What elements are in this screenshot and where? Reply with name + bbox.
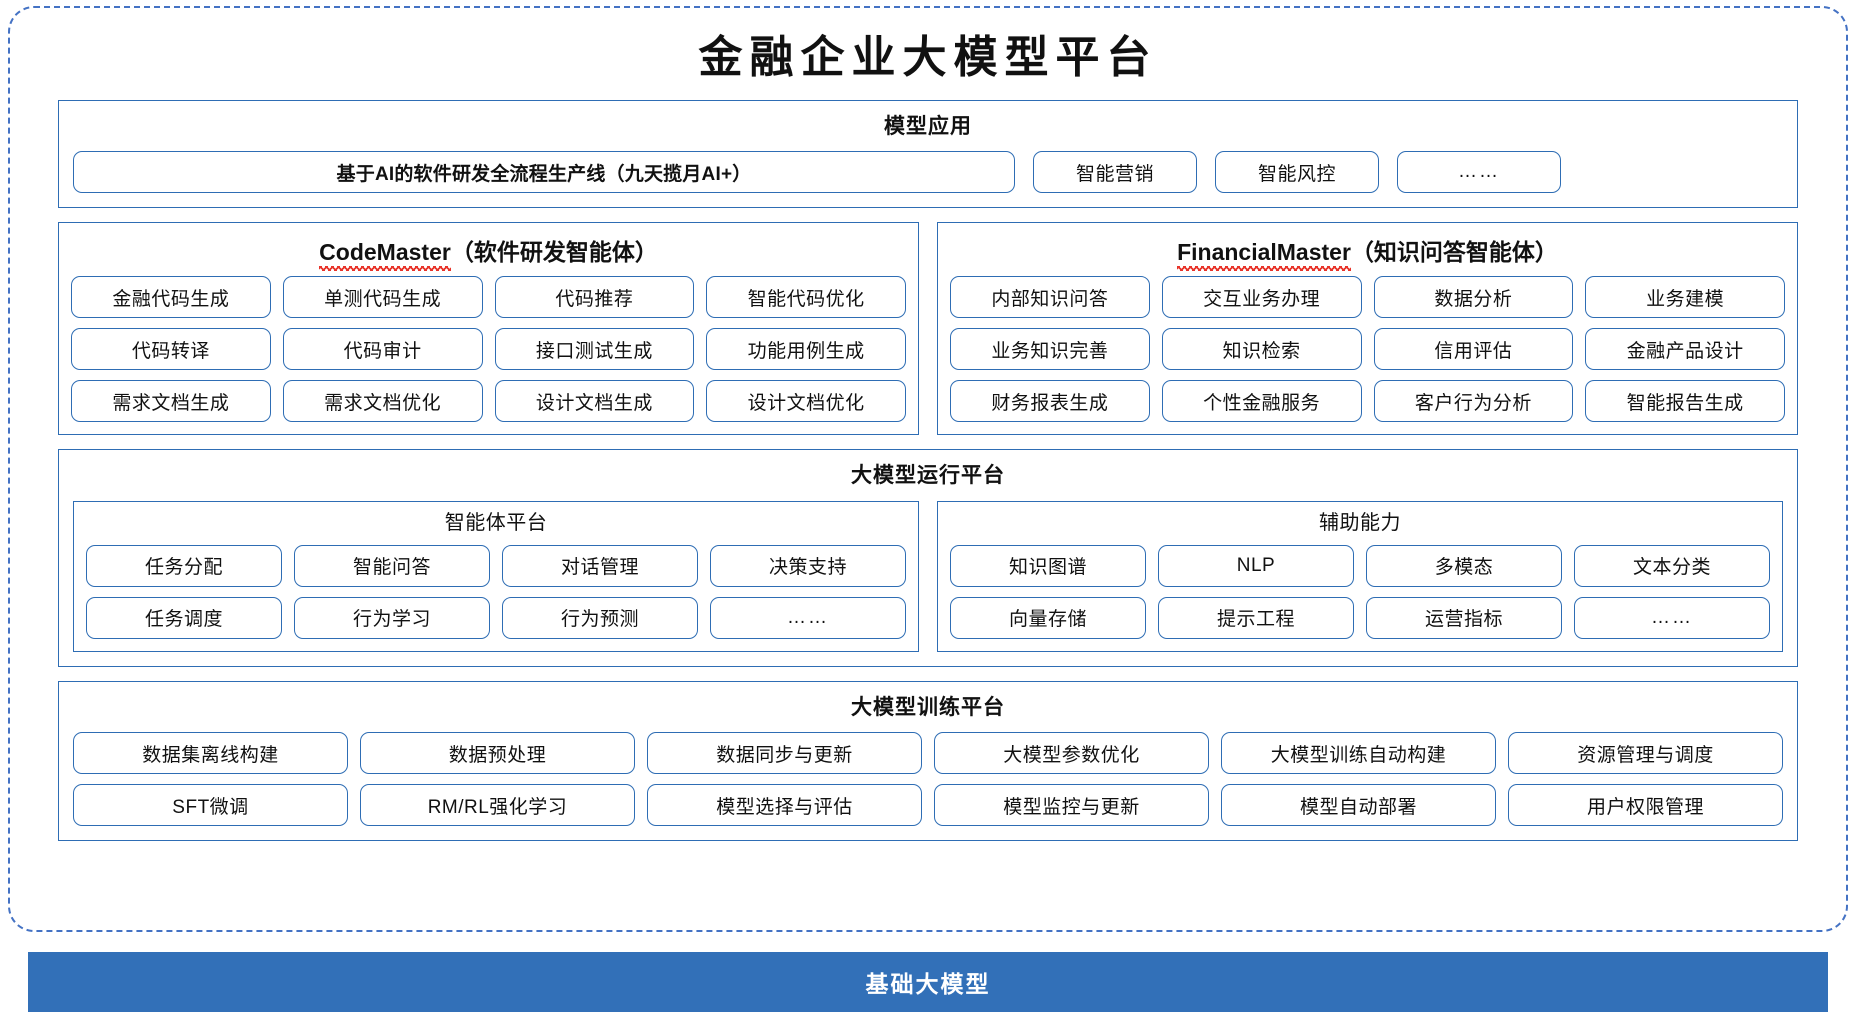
runtime-columns: 智能体平台 任务分配 智能问答 对话管理 决策支持 任务调度 行为学习 行为预测… bbox=[73, 500, 1783, 652]
training-pill[interactable]: 大模型训练自动构建 bbox=[1221, 732, 1496, 775]
training-pill[interactable]: 大模型参数优化 bbox=[934, 732, 1209, 775]
runtime-col-title-auxiliary-capabilities: 辅助能力 bbox=[1319, 511, 1401, 534]
capability-pill[interactable]: 单测代码生成 bbox=[282, 276, 483, 319]
section-title-model-application: 模型应用 bbox=[884, 115, 972, 138]
capability-pill[interactable]: 需求文档优化 bbox=[282, 380, 483, 423]
runtime-pill[interactable]: 智能问答 bbox=[294, 544, 490, 587]
capability-pill[interactable]: 功能用例生成 bbox=[706, 328, 906, 371]
capability-pill[interactable]: 接口测试生成 bbox=[494, 328, 695, 371]
runtime-pill[interactable]: 行为预测 bbox=[502, 596, 698, 639]
capability-pill[interactable]: 设计文档生成 bbox=[494, 380, 695, 423]
runtime-col-auxiliary-capabilities: 辅助能力 知识图谱 NLP 多模态 文本分类 向量存储 提示工程 运营指标 …… bbox=[937, 500, 1783, 652]
agent-name-en-financialmaster: FinancialMaster bbox=[1177, 239, 1351, 272]
runtime-col-title-agent-platform: 智能体平台 bbox=[444, 511, 548, 534]
capability-pill[interactable]: 设计文档优化 bbox=[706, 380, 906, 423]
section-model-application: 模型应用 基于AI的软件研发全流程生产线（九天揽月AI+） 智能营销 智能风控 … bbox=[58, 100, 1798, 209]
agent-name-cn-codemaster: （软件研发智能体） bbox=[450, 239, 658, 266]
model-application-row: 基于AI的软件研发全流程生产线（九天揽月AI+） 智能营销 智能风控 …… bbox=[73, 151, 1783, 194]
agent-panels-row: CodeMaster（软件研发智能体） 金融代码生成 单测代码生成 代码推荐 智… bbox=[58, 222, 1798, 436]
section-runtime-platform: 大模型运行平台 智能体平台 任务分配 智能问答 对话管理 决策支持 任务调度 行… bbox=[58, 449, 1798, 667]
agent-name-cn-financialmaster: （知识问答智能体） bbox=[1350, 239, 1558, 266]
capability-pill[interactable]: 内部知识问答 bbox=[950, 276, 1150, 319]
runtime-pill[interactable]: 提示工程 bbox=[1158, 596, 1354, 639]
runtime-pill[interactable]: 文本分类 bbox=[1574, 544, 1770, 587]
agent-panel-codemaster: CodeMaster（软件研发智能体） 金融代码生成 单测代码生成 代码推荐 智… bbox=[58, 222, 919, 436]
app-pill-marketing[interactable]: 智能营销 bbox=[1033, 151, 1197, 194]
runtime-pill[interactable]: NLP bbox=[1158, 544, 1354, 587]
runtime-pill[interactable]: 运营指标 bbox=[1366, 596, 1562, 639]
capability-pill[interactable]: 个性金融服务 bbox=[1161, 380, 1362, 423]
capability-pill[interactable]: 智能报告生成 bbox=[1585, 380, 1785, 423]
section-title-training-platform: 大模型训练平台 bbox=[851, 695, 1005, 719]
capability-pill[interactable]: 知识检索 bbox=[1161, 328, 1362, 371]
capability-grid-financialmaster: 内部知识问答 交互业务办理 数据分析 业务建模 业务知识完善 知识检索 信用评估… bbox=[950, 276, 1785, 423]
capability-pill[interactable]: 财务报表生成 bbox=[950, 380, 1150, 423]
runtime-pill-more[interactable]: …… bbox=[710, 596, 906, 639]
capability-grid-codemaster: 金融代码生成 单测代码生成 代码推荐 智能代码优化 代码转译 代码审计 接口测试… bbox=[71, 276, 906, 423]
runtime-pill[interactable]: 行为学习 bbox=[294, 596, 490, 639]
training-pill[interactable]: 数据预处理 bbox=[360, 732, 635, 775]
agent-panel-financialmaster: FinancialMaster（知识问答智能体） 内部知识问答 交互业务办理 数… bbox=[937, 222, 1798, 436]
training-pill[interactable]: 模型监控与更新 bbox=[934, 784, 1209, 827]
runtime-pill[interactable]: 任务分配 bbox=[86, 544, 282, 587]
capability-pill[interactable]: 需求文档生成 bbox=[71, 380, 271, 423]
training-pill[interactable]: 用户权限管理 bbox=[1508, 784, 1783, 827]
training-pill[interactable]: 数据同步与更新 bbox=[647, 732, 922, 775]
capability-pill[interactable]: 代码转译 bbox=[71, 328, 271, 371]
runtime-pill[interactable]: 多模态 bbox=[1366, 544, 1562, 587]
training-pill[interactable]: SFT微调 bbox=[73, 784, 348, 827]
runtime-pill[interactable]: 决策支持 bbox=[710, 544, 906, 587]
capability-pill[interactable]: 信用评估 bbox=[1373, 328, 1574, 371]
runtime-pill[interactable]: 向量存储 bbox=[950, 596, 1146, 639]
app-pill-more[interactable]: …… bbox=[1397, 151, 1561, 194]
capability-pill[interactable]: 金融代码生成 bbox=[71, 276, 271, 319]
training-pill[interactable]: 数据集离线构建 bbox=[73, 732, 348, 775]
foundation-model-label: 基础大模型 bbox=[865, 971, 991, 997]
training-pill[interactable]: 模型自动部署 bbox=[1221, 784, 1496, 827]
runtime-col-agent-platform: 智能体平台 任务分配 智能问答 对话管理 决策支持 任务调度 行为学习 行为预测… bbox=[73, 500, 919, 652]
app-banner-pill[interactable]: 基于AI的软件研发全流程生产线（九天揽月AI+） bbox=[73, 151, 1015, 194]
runtime-grid-auxiliary-capabilities: 知识图谱 NLP 多模态 文本分类 向量存储 提示工程 运营指标 …… bbox=[950, 544, 1770, 639]
capability-pill[interactable]: 金融产品设计 bbox=[1585, 328, 1785, 371]
training-grid: 数据集离线构建 数据预处理 数据同步与更新 大模型参数优化 大模型训练自动构建 … bbox=[73, 732, 1783, 827]
capability-pill[interactable]: 客户行为分析 bbox=[1373, 380, 1574, 423]
training-pill[interactable]: 资源管理与调度 bbox=[1508, 732, 1783, 775]
capability-pill[interactable]: 业务建模 bbox=[1585, 276, 1785, 319]
runtime-pill[interactable]: 任务调度 bbox=[86, 596, 282, 639]
capability-pill[interactable]: 交互业务办理 bbox=[1161, 276, 1362, 319]
section-training-platform: 大模型训练平台 数据集离线构建 数据预处理 数据同步与更新 大模型参数优化 大模… bbox=[58, 680, 1798, 842]
app-pill-risk-control[interactable]: 智能风控 bbox=[1215, 151, 1379, 194]
capability-pill[interactable]: 业务知识完善 bbox=[950, 328, 1150, 371]
capability-pill[interactable]: 数据分析 bbox=[1373, 276, 1574, 319]
section-title-runtime-platform: 大模型运行平台 bbox=[851, 464, 1005, 488]
runtime-grid-agent-platform: 任务分配 智能问答 对话管理 决策支持 任务调度 行为学习 行为预测 …… bbox=[86, 544, 906, 639]
foundation-model-bar: 基础大模型 bbox=[28, 952, 1828, 1012]
capability-pill[interactable]: 代码审计 bbox=[282, 328, 483, 371]
capability-pill[interactable]: 代码推荐 bbox=[494, 276, 695, 319]
training-pill[interactable]: 模型选择与评估 bbox=[647, 784, 922, 827]
platform-outer-frame: 金融企业大模型平台 模型应用 基于AI的软件研发全流程生产线（九天揽月AI+） … bbox=[8, 6, 1848, 932]
agent-title-codemaster: CodeMaster（软件研发智能体） bbox=[71, 231, 906, 276]
training-pill[interactable]: RM/RL强化学习 bbox=[360, 784, 635, 827]
agent-name-en-codemaster: CodeMaster bbox=[319, 239, 451, 272]
capability-pill[interactable]: 智能代码优化 bbox=[706, 276, 906, 319]
runtime-pill-more[interactable]: …… bbox=[1574, 596, 1770, 639]
runtime-pill[interactable]: 知识图谱 bbox=[950, 544, 1146, 587]
agent-title-financialmaster: FinancialMaster（知识问答智能体） bbox=[950, 231, 1785, 276]
runtime-pill[interactable]: 对话管理 bbox=[502, 544, 698, 587]
page-title: 金融企业大模型平台 bbox=[698, 33, 1158, 82]
